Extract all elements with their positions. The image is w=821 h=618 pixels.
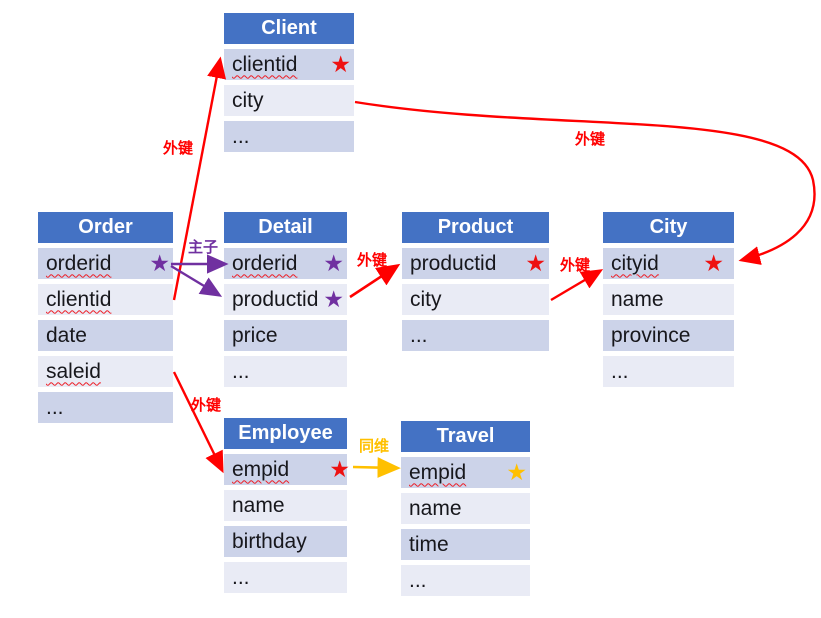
field-label: province	[611, 323, 691, 347]
row-order-clientid: clientid	[38, 284, 173, 315]
arrow-detail-productid-to-product-productid	[349, 263, 401, 299]
label-foreign-key-1: 外键	[163, 140, 194, 157]
table-detail: Detail orderid ★ productid ★ price ...	[224, 212, 347, 392]
table-order-title: Order	[38, 212, 173, 243]
arrow-product-city-to-city-cityid	[550, 269, 604, 302]
table-employee-title: Employee	[224, 418, 347, 449]
field-label: city	[232, 88, 264, 112]
field-label: birthday	[232, 529, 307, 553]
key-star-icon: ★	[149, 249, 170, 276]
row-travel-empid: empid ★	[401, 457, 530, 488]
label-foreign-key-3: 外键	[560, 257, 591, 274]
row-employee-empid: empid ★	[224, 454, 350, 485]
row-employee-birthday: birthday	[224, 526, 347, 557]
key-star-icon: ★	[323, 249, 344, 276]
label-foreign-key-2: 外键	[357, 252, 388, 269]
field-label: orderid	[232, 251, 298, 275]
row-client-city: city	[224, 85, 354, 116]
table-detail-title: Detail	[224, 212, 347, 243]
field-label: ...	[409, 568, 427, 592]
field-label: ...	[611, 359, 629, 383]
row-city-more: ...	[603, 356, 734, 387]
table-client: Client clientid ★ city ...	[224, 13, 354, 157]
key-star-icon: ★	[329, 455, 350, 482]
table-product: Product productid ★ city ...	[402, 212, 549, 356]
label-parent-child: 主子	[188, 239, 219, 256]
row-client-more: ...	[224, 121, 354, 152]
row-client-clientid: clientid ★	[224, 49, 354, 80]
field-label: productid	[410, 251, 497, 275]
row-product-more: ...	[402, 320, 549, 351]
row-product-productid: productid ★	[402, 248, 549, 279]
row-employee-more: ...	[224, 562, 347, 593]
row-city-province: province	[603, 320, 734, 351]
field-label: empid	[232, 457, 290, 481]
row-employee-name: name	[224, 490, 347, 521]
row-detail-price: price	[224, 320, 347, 351]
row-city-cityid: cityid ★	[603, 248, 734, 279]
table-client-title: Client	[224, 13, 354, 44]
table-order: Order orderid ★ clientid date saleid ...	[38, 212, 173, 428]
row-product-city: city	[402, 284, 549, 315]
row-city-name: name	[603, 284, 734, 315]
row-order-orderid: orderid ★	[38, 248, 173, 279]
arrow-order-clientid-to-client-clientid	[172, 56, 227, 301]
field-label: ...	[232, 124, 250, 148]
table-employee: Employee empid ★ name birthday ...	[224, 418, 350, 598]
field-label: city	[410, 287, 442, 311]
key-star-icon: ★	[525, 249, 546, 276]
label-foreign-key-5: 外键	[191, 397, 222, 414]
table-city-title: City	[603, 212, 734, 243]
field-label: name	[611, 287, 664, 311]
row-travel-name: name	[401, 493, 530, 524]
field-label: productid	[232, 287, 319, 311]
table-city: City cityid ★ name province ...	[603, 212, 734, 392]
arrow-order-orderid-to-detail-productid	[170, 264, 223, 297]
arrow-order-saleid-to-employee-empid	[172, 371, 224, 474]
field-label: ...	[232, 359, 250, 383]
field-label: clientid	[232, 52, 298, 76]
field-label: price	[232, 323, 278, 347]
field-label: ...	[410, 323, 428, 347]
row-order-date: date	[38, 320, 173, 351]
row-order-saleid: saleid	[38, 356, 173, 387]
key-star-icon: ★	[323, 285, 344, 312]
table-product-title: Product	[402, 212, 549, 243]
key-star-icon: ★	[703, 249, 724, 276]
field-label: time	[409, 532, 449, 556]
row-detail-more: ...	[224, 356, 347, 387]
field-label: saleid	[46, 359, 101, 383]
row-detail-productid: productid ★	[224, 284, 347, 315]
label-same-dimension: 同维	[359, 438, 390, 455]
field-label: name	[232, 493, 285, 517]
key-star-icon: ★	[506, 458, 527, 485]
field-label: ...	[46, 395, 64, 419]
key-star-icon: ★	[330, 50, 351, 77]
field-label: orderid	[46, 251, 112, 275]
row-travel-more: ...	[401, 565, 530, 596]
label-foreign-key-4: 外键	[575, 131, 606, 148]
field-label: empid	[409, 460, 467, 484]
field-label: cityid	[611, 251, 659, 275]
table-travel-title: Travel	[401, 421, 530, 452]
field-label: date	[46, 323, 87, 347]
field-label: clientid	[46, 287, 112, 311]
table-travel: Travel empid ★ name time ...	[401, 421, 530, 601]
row-order-more: ...	[38, 392, 173, 423]
arrow-employee-empid-to-travel-empid	[352, 457, 401, 478]
row-travel-time: time	[401, 529, 530, 560]
field-label: name	[409, 496, 462, 520]
row-detail-orderid: orderid ★	[224, 248, 347, 279]
field-label: ...	[232, 565, 250, 589]
